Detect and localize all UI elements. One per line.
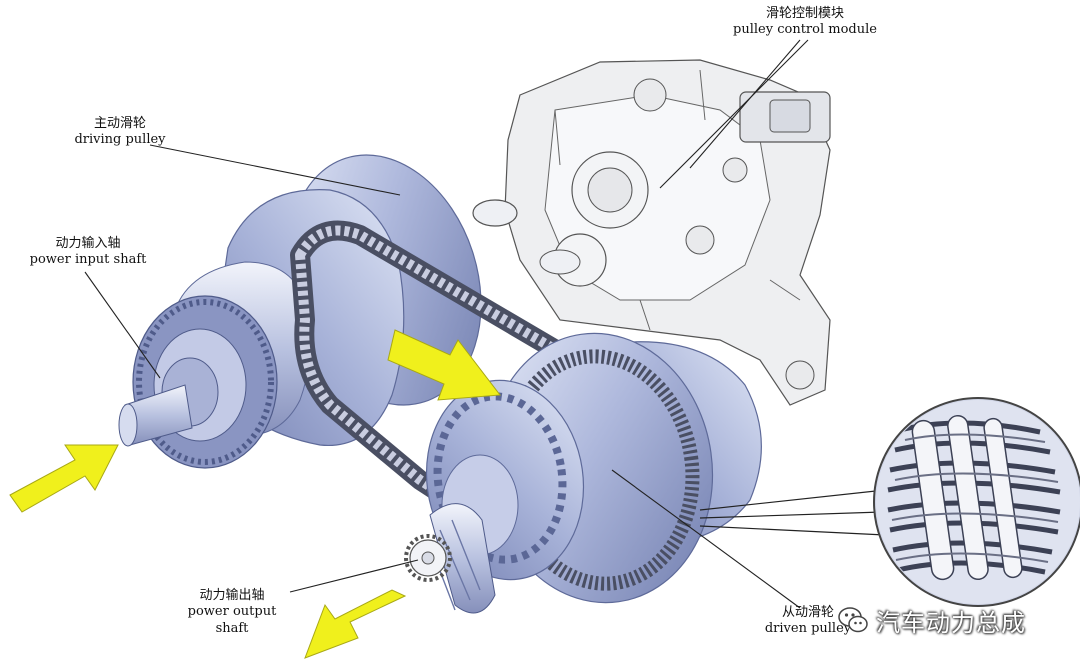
driving-pulley-label: 主动滑轮 driving pulley <box>60 116 180 149</box>
label-en: power input shaft <box>29 252 147 268</box>
label-zh: 从动滑轮 <box>781 605 834 620</box>
chain-detail-inset <box>699 397 1080 607</box>
label-zh: 滑轮控制模块 <box>765 6 844 21</box>
power-output-shaft <box>404 503 496 614</box>
power-input-shaft <box>118 295 278 469</box>
label-en: driving pulley <box>74 132 166 148</box>
wechat-icon <box>838 607 868 633</box>
watermark-text: 汽车动力总成 <box>876 608 1026 637</box>
power-input-shaft-label: 动力输入轴 power input shaft <box>28 236 148 269</box>
pulley-control-module-label: 滑轮控制模块 pulley control module <box>730 6 880 39</box>
pulley-control-module <box>472 59 831 406</box>
label-en: driven pulley <box>764 621 852 637</box>
label-zh: 动力输入轴 <box>55 236 121 251</box>
transfer-arrow-icon <box>387 329 501 401</box>
output-arrow-icon <box>304 589 407 659</box>
label-en: power output shaft <box>187 604 277 636</box>
flow-arrows <box>9 329 501 659</box>
watermark: 汽车动力总成 <box>836 600 1076 640</box>
power-output-shaft-label: 动力输出轴 power output shaft <box>172 588 292 637</box>
label-en: pulley control module <box>733 22 877 38</box>
input-arrow-icon <box>9 444 119 513</box>
label-zh: 主动滑轮 <box>93 116 146 131</box>
label-zh: 动力输出轴 <box>199 588 265 603</box>
leader-lines <box>84 39 809 609</box>
driven-pulley-label: 从动滑轮 driven pulley <box>748 605 868 638</box>
